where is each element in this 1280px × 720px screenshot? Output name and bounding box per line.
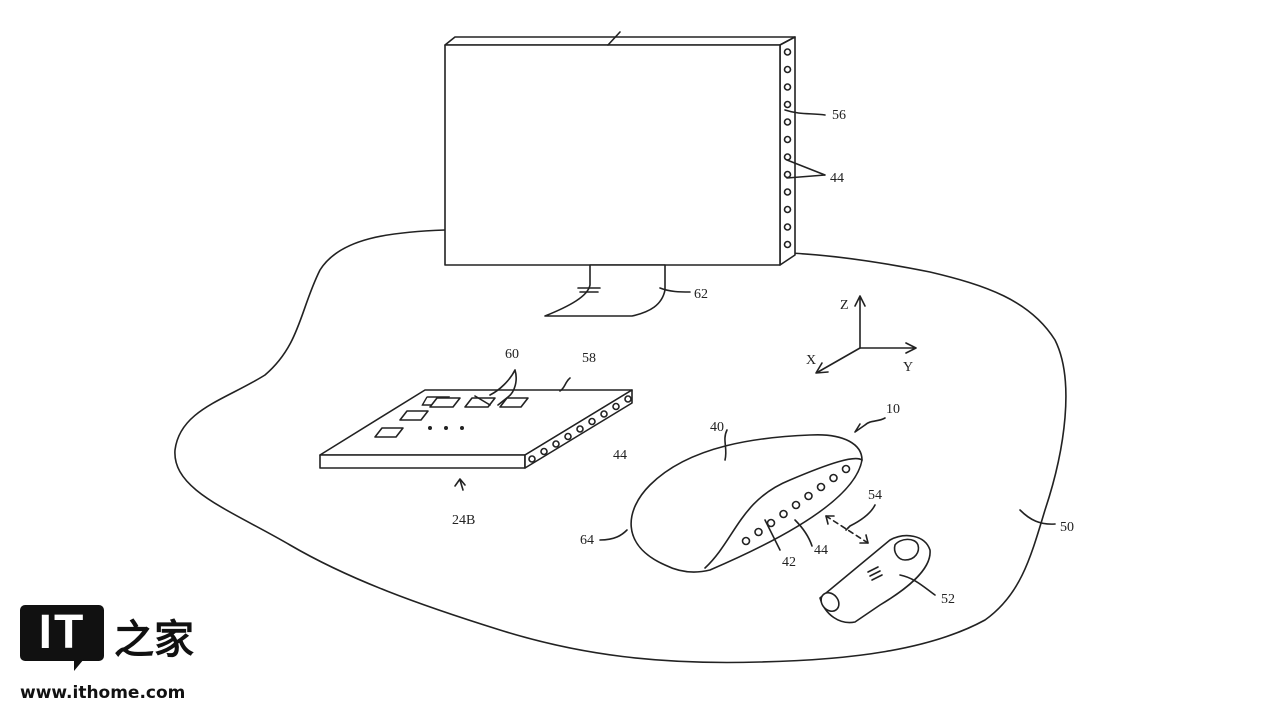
- label-40: 40: [710, 420, 724, 435]
- sensor-dot: [783, 170, 792, 179]
- sensor-dot: [783, 188, 792, 196]
- tablet-keys: [374, 396, 529, 438]
- label-60: 60: [505, 347, 519, 362]
- sensor-dot: [783, 65, 792, 74]
- sensor-dot: [783, 153, 792, 161]
- sensor-dot: [766, 518, 776, 528]
- label-56: 56: [832, 108, 846, 123]
- sensor-dot: [783, 223, 792, 231]
- axes: [815, 295, 917, 374]
- label-50: 50: [1060, 520, 1074, 535]
- label-10: 10: [886, 402, 900, 417]
- monitor-stand: [544, 264, 691, 317]
- label-44-device: 44: [814, 543, 828, 558]
- label-y: Y: [903, 360, 913, 375]
- sensor-dot: [783, 240, 792, 249]
- sensor-dot: [612, 402, 620, 411]
- sensor-dot: [624, 395, 632, 403]
- sensor-dot: [791, 500, 801, 510]
- sensor-dot: [564, 432, 572, 441]
- sensor-dot: [600, 410, 608, 418]
- label-x: X: [806, 353, 816, 368]
- sensor-dot: [783, 48, 792, 56]
- sensor-dot: [528, 455, 536, 463]
- label-44-monitor: 44: [830, 171, 844, 186]
- device-sensors: [741, 464, 851, 546]
- label-24b: 24B: [452, 513, 475, 528]
- finger: [819, 534, 936, 624]
- label-z: Z: [840, 298, 849, 313]
- monitor: [444, 31, 796, 266]
- sensor-dot: [588, 417, 596, 426]
- label-44-tablet: 44: [613, 448, 627, 463]
- label-54: 54: [868, 488, 882, 503]
- tablet-sensors: [528, 395, 632, 463]
- sensor-dot: [754, 527, 763, 537]
- sensor-dot: [783, 118, 792, 126]
- label-42: 42: [782, 555, 796, 570]
- label-52: 52: [941, 592, 955, 607]
- handheld-device: [599, 417, 886, 573]
- monitor-sensors: [783, 48, 792, 249]
- sensor-dot: [741, 536, 751, 546]
- environment-outline: [174, 229, 1067, 664]
- sensor-dot: [804, 491, 813, 501]
- sensor-dot: [783, 205, 792, 214]
- sensor-dot: [841, 464, 851, 474]
- label-64: 64: [580, 533, 594, 548]
- sensor-dot: [779, 509, 788, 519]
- logo-url: www.ithome.com: [20, 683, 186, 703]
- sensor-dot: [783, 135, 792, 144]
- tablet: [319, 369, 633, 491]
- signal-arrow: [825, 515, 869, 544]
- sensor-dot: [829, 473, 838, 483]
- label-58: 58: [582, 351, 596, 366]
- label-62: 62: [694, 287, 708, 302]
- sensor-dot: [540, 447, 548, 456]
- sensor-dot: [783, 100, 792, 109]
- logo-cn: 之家: [114, 616, 194, 663]
- sensor-dot: [552, 440, 560, 448]
- logo-tail: [74, 659, 84, 671]
- sensor-dot: [783, 83, 792, 91]
- sensor-dot: [576, 425, 584, 433]
- logo-it: IT: [20, 605, 104, 661]
- ithome-watermark: IT 之家 www.ithome.com: [20, 605, 200, 710]
- sensor-dot: [816, 482, 826, 492]
